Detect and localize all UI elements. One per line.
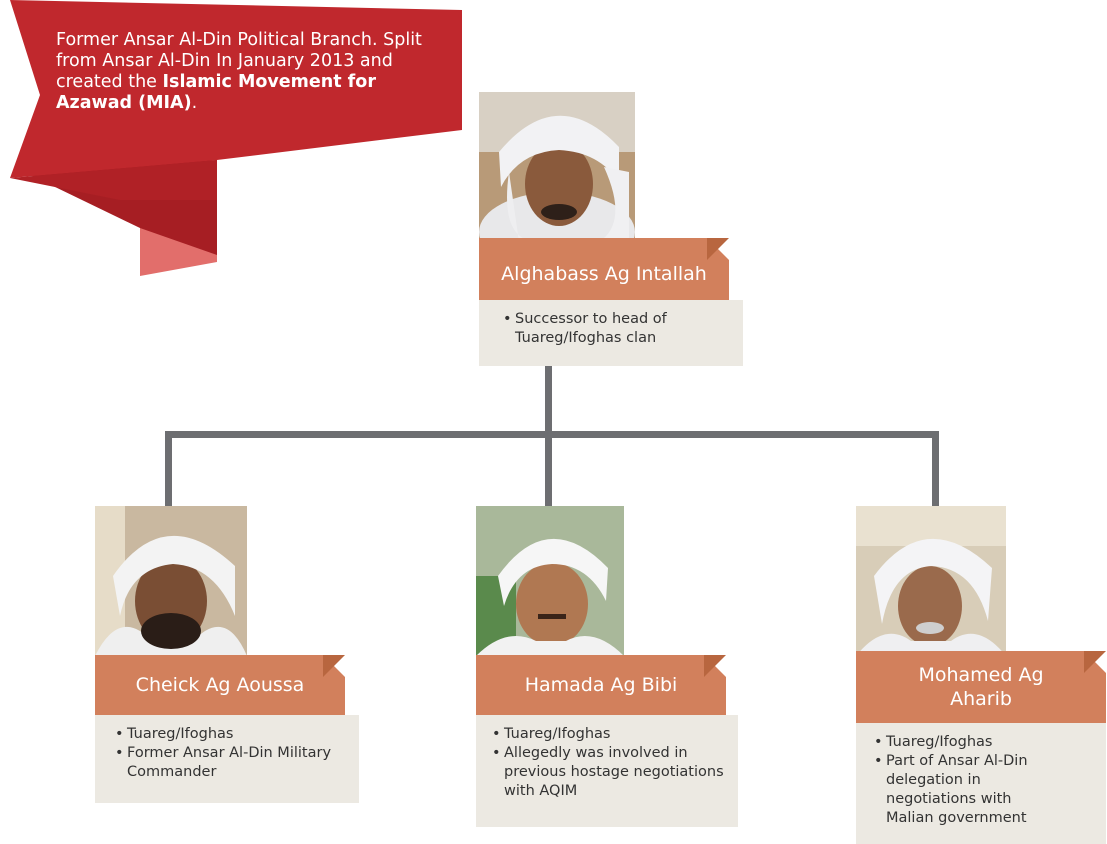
banner-text: Former Ansar Al-Din Political Branch. Sp… xyxy=(56,30,441,114)
leader-info: Successor to head of Tuareg/Ifoghas clan xyxy=(479,300,743,366)
tab-fold xyxy=(707,238,729,260)
connector-right-down xyxy=(932,431,939,509)
tab-fold xyxy=(323,655,345,677)
member-1-bullet-2: Former Ansar Al-Din Military Commander xyxy=(115,744,349,782)
banner-text-end: . xyxy=(191,93,198,113)
connector-leader-down xyxy=(545,364,552,438)
member-3-photo xyxy=(856,506,1006,656)
leader-name-tab: Alghabass Ag Intallah xyxy=(479,238,729,310)
member-1-name: Cheick Ag Aoussa xyxy=(135,674,305,696)
member-2-name-tab: Hamada Ag Bibi xyxy=(476,655,726,715)
member-1-info: Tuareg/Ifoghas Former Ansar Al-Din Milit… xyxy=(95,715,359,803)
connector-center-down xyxy=(545,431,552,509)
member-2-bullet-1: Tuareg/Ifoghas xyxy=(492,725,728,744)
connector-horizontal xyxy=(165,431,939,438)
member-2-photo xyxy=(476,506,624,656)
member-2-bullet-2: Allegedly was involved in previous hosta… xyxy=(492,744,728,801)
tab-fold xyxy=(1084,651,1106,673)
member-1-name-tab: Cheick Ag Aoussa xyxy=(95,655,345,715)
leader-photo xyxy=(479,92,635,242)
member-1-bullet-1: Tuareg/Ifoghas xyxy=(115,725,349,744)
banner-text-plain: Former Ansar Al-Din Political Branch. Sp… xyxy=(56,30,422,92)
banner-text-bold: Islamic Movement for Azawad (MIA) xyxy=(56,72,376,113)
member-3-bullet-2: Part of Ansar Al-Din delegation in negot… xyxy=(874,752,1046,828)
tab-fold xyxy=(704,655,726,677)
member-1-photo xyxy=(95,506,247,656)
member-2-info: Tuareg/Ifoghas Allegedly was involved in… xyxy=(476,715,738,827)
member-3-name-tab: Mohamed Ag Aharib xyxy=(856,651,1106,723)
member-3-name: Mohamed Ag Aharib xyxy=(918,664,1044,710)
member-3-bullet-1: Tuareg/Ifoghas xyxy=(874,733,1046,752)
member-3-info: Tuareg/Ifoghas Part of Ansar Al-Din dele… xyxy=(856,723,1106,844)
leader-bullet-1: Successor to head of Tuareg/Ifoghas clan xyxy=(503,310,713,348)
member-2-name: Hamada Ag Bibi xyxy=(524,674,678,696)
connector-left-down xyxy=(165,431,172,509)
banner-ribbon xyxy=(10,0,462,276)
leader-name: Alghabass Ag Intallah xyxy=(501,263,707,285)
